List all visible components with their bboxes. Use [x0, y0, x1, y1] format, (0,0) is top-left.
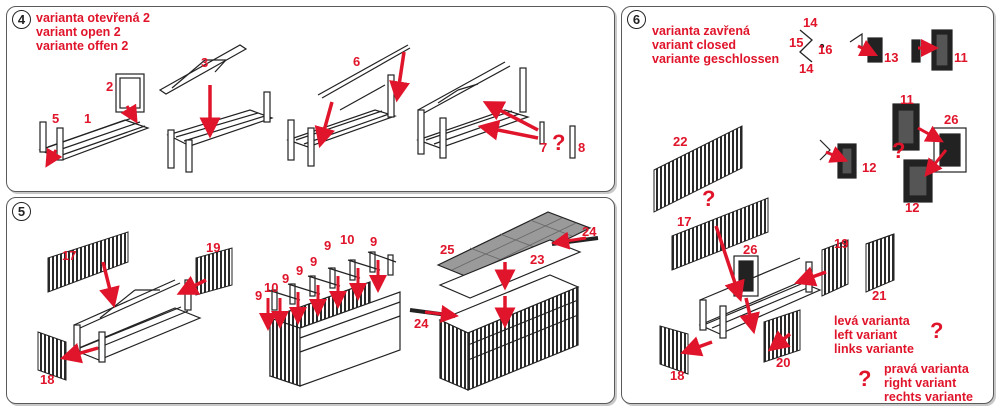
- part-label-14b: 14: [799, 61, 814, 76]
- step4-arrow-6a: [314, 101, 335, 149]
- part-label-9f: 9: [255, 288, 263, 303]
- step5-open-frame: [72, 279, 202, 363]
- left-variant-de: links variante: [834, 342, 914, 356]
- step6-question-mark-c: ?: [930, 318, 944, 343]
- part-label-22: 22: [673, 134, 688, 149]
- step-4-title-de: variante offen 2: [36, 39, 129, 53]
- step-4-title-cz: varianta otevřená 2: [36, 11, 150, 25]
- part-label-25: 25: [440, 242, 455, 257]
- step6-panel-21: [865, 233, 895, 293]
- part-label-7: 7: [540, 140, 548, 155]
- step6-door-12-hinge: [819, 139, 857, 179]
- right-variant-cz: pravá varianta: [884, 362, 969, 376]
- step4-base-frame: [38, 117, 150, 161]
- step6-door-11b: [892, 103, 920, 151]
- step4-complete-frame: [416, 61, 530, 159]
- step4-arrow-5: [45, 147, 63, 168]
- part-label-17: 17: [62, 248, 77, 263]
- step6-closed-frame: [698, 257, 822, 339]
- part-label-5: 5: [52, 111, 60, 126]
- part-label-14a: 14: [803, 15, 818, 30]
- step5-beam-arrows: [259, 260, 387, 331]
- step6-small-door-13: [849, 32, 883, 63]
- part-label-9a: 9: [370, 234, 378, 249]
- step4-arrow-2: [120, 103, 138, 124]
- step-5-number: 5: [12, 202, 31, 221]
- step-4-number: 4: [12, 10, 31, 29]
- step4-post-8: [569, 125, 576, 159]
- part-label-26b: 26: [743, 242, 758, 257]
- part-label-24a: 24: [582, 224, 597, 239]
- step6-hinge-parts: [799, 29, 825, 63]
- part-label-17-closed: 17: [677, 214, 692, 229]
- part-label-11a: 11: [954, 50, 968, 65]
- part-label-16: 16: [818, 42, 833, 57]
- part-label-10b: 10: [264, 280, 279, 295]
- step5-wall-17: [47, 231, 129, 293]
- step6-door-frame-26: [933, 127, 967, 173]
- part-label-9b: 9: [324, 238, 332, 253]
- step4-arrow-6b: [389, 51, 410, 103]
- right-variant-en: right variant: [884, 376, 957, 390]
- step4-arrow-7a: [482, 101, 539, 132]
- part-label-2: 2: [106, 79, 114, 94]
- step4-longbeam-assembly: [286, 44, 411, 167]
- step6-question-mark-b: ?: [892, 138, 906, 163]
- step5-arrow-17: [99, 261, 120, 309]
- step-6-title-de: variante geschlossen: [652, 52, 780, 66]
- right-variant-de: rechts variante: [884, 390, 973, 404]
- step4-truss-assembly: [158, 44, 274, 173]
- step5-arrow-18: [59, 343, 99, 364]
- step-4-title-en: variant open 2: [36, 25, 121, 39]
- part-label-18: 18: [40, 372, 55, 387]
- step6-question-mark-a: ?: [702, 186, 716, 211]
- part-label-21: 21: [872, 288, 887, 303]
- part-label-9d: 9: [296, 263, 304, 278]
- part-label-24b: 24: [414, 316, 429, 331]
- step4-question-mark: ?: [552, 130, 566, 155]
- step6-arrows: [680, 225, 827, 357]
- part-label-3: 3: [201, 55, 209, 70]
- step6-wall-18: [659, 325, 689, 375]
- step-6-number: 6: [627, 10, 646, 29]
- part-label-12a: 12: [862, 160, 877, 175]
- part-label-18-closed: 18: [670, 368, 685, 383]
- part-label-9c: 9: [310, 254, 318, 269]
- left-variant-en: left variant: [834, 328, 898, 342]
- part-label-11b: 11: [900, 92, 914, 107]
- step-6-title-en: variant closed: [652, 38, 737, 52]
- step6-question-mark-d: ?: [858, 366, 872, 391]
- part-label-8: 8: [578, 140, 586, 155]
- part-label-9e: 9: [282, 271, 290, 286]
- part-label-13: 13: [884, 50, 899, 65]
- step5-wall-18: [37, 331, 67, 381]
- part-label-26a: 26: [944, 112, 959, 127]
- step4-arrow-7b: [477, 119, 539, 141]
- step6-wall-19: [821, 239, 849, 297]
- part-label-19: 19: [206, 240, 221, 255]
- part-label-20: 20: [776, 355, 791, 370]
- part-label-10a: 10: [340, 232, 355, 247]
- part-label-1: 1: [84, 111, 92, 126]
- step4-post-7: [539, 121, 545, 145]
- part-label-23: 23: [530, 252, 545, 267]
- step5-arrow-19: [176, 275, 207, 295]
- part-label-12b: 12: [905, 200, 920, 215]
- step5-roof-and-frame: [436, 211, 592, 391]
- part-label-6: 6: [353, 54, 361, 69]
- part-label-15: 15: [789, 35, 804, 50]
- part-label-19-closed: 19: [834, 236, 849, 251]
- step4-end-frame: [115, 73, 145, 113]
- step6-door-11a: [911, 29, 953, 71]
- step-6-title-cz: varianta zavřená: [652, 24, 750, 38]
- step6-door-12: [903, 159, 933, 203]
- step5-wall-19: [195, 247, 233, 296]
- step6-wall-22: [653, 125, 743, 213]
- left-variant-cz: levá varianta: [834, 314, 910, 328]
